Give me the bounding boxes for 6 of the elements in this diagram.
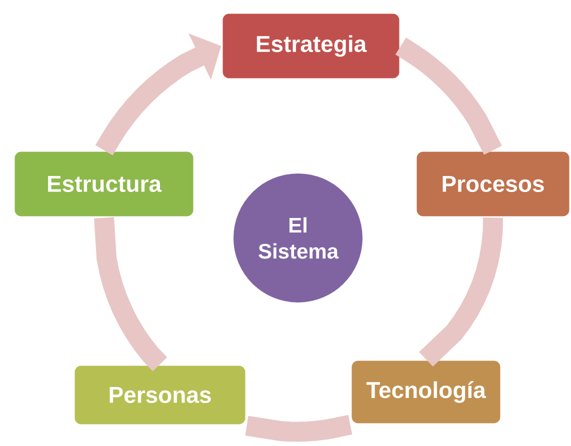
circle-node: El Sistema [230, 170, 366, 306]
process-box: Tecnología [350, 359, 502, 425]
process-box: Procesos [415, 150, 571, 218]
process-box: Estrategia [221, 12, 401, 80]
process-box: Estructura [13, 150, 195, 218]
process-box: Personas [73, 364, 247, 426]
